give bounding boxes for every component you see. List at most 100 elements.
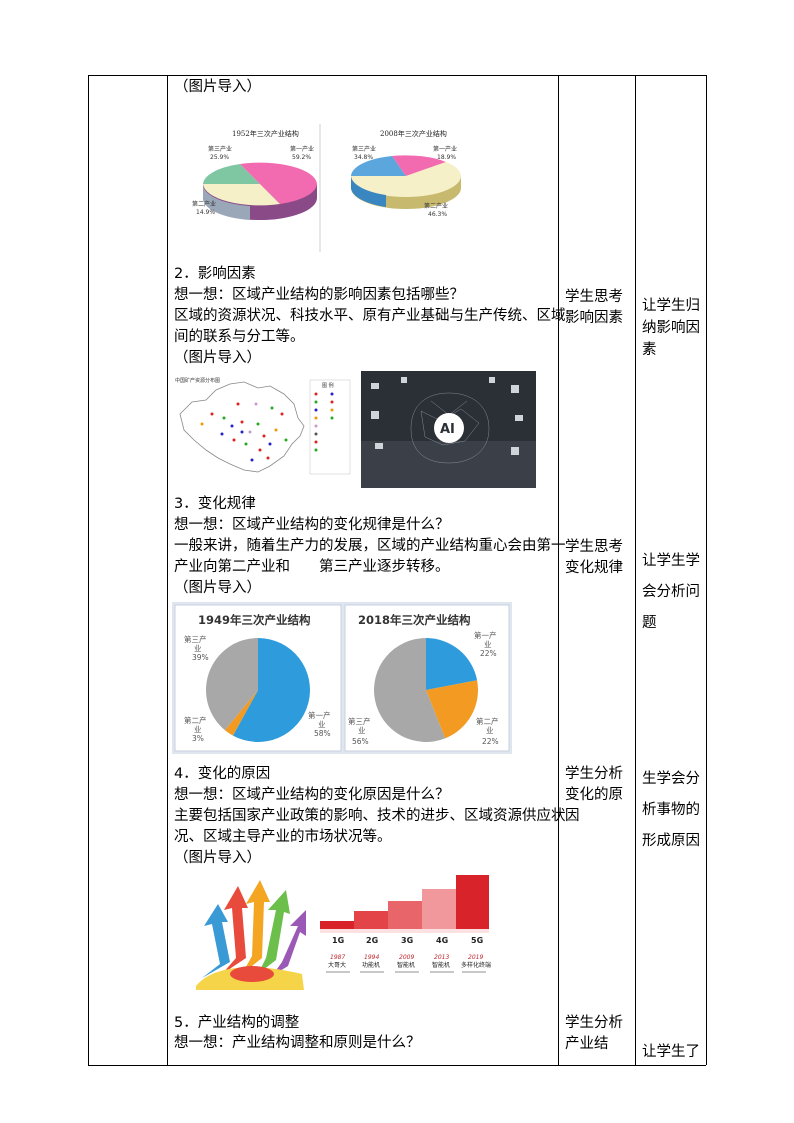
pie-figure-1952-2008: 1952年三次产业结构 第三产业 25.9% 第一产业 59.2% 第二产业 1… xyxy=(190,122,480,254)
mineral-map-figure: 中国矿产资源分布图 图 例 xyxy=(172,374,352,484)
section-4-intent-2: 析事物的 xyxy=(642,802,700,818)
pie-2008-label-1: 第一产业 xyxy=(433,145,457,153)
name-2013: 智能机 xyxy=(432,961,450,969)
pie-2008-value-3: 34.8% xyxy=(354,154,373,161)
pie-2008-value-2: 46.3% xyxy=(428,211,447,218)
pie-2008-value-1: 18.9% xyxy=(437,154,456,161)
section-2-intent-1: 让学生归 xyxy=(642,298,700,314)
section-2-heading: 2．影响因素 xyxy=(174,266,256,282)
pie-2018-slices xyxy=(374,638,479,742)
year-1987: 1987 xyxy=(330,954,345,961)
pie-1949-label-c2-a: 第二产 xyxy=(184,715,207,725)
image-intro-1: （图片导入） xyxy=(174,79,261,95)
section-4-student-activity-1: 学生分析 xyxy=(565,766,623,782)
pie-1949-slices xyxy=(206,638,310,742)
table-border-col3 xyxy=(635,75,636,1065)
pie-1949-label-c1-a: 第一产 xyxy=(308,710,331,720)
section-4-question: 想一想：区域产业结构的变化原因是什么？ xyxy=(174,787,450,803)
section-2-answer-line1: 区域的资源状况、科技水平、原有产业基础与生产传统、区域 xyxy=(174,308,566,324)
pie-chart-1949-2018: 1949年三次产业结构 2018年三次产业结构 第三产 业 39% 第二产 业 … xyxy=(172,602,512,754)
gen-3g: 3G xyxy=(401,936,413,945)
section-2-intent-2: 纳影响因 xyxy=(642,320,700,336)
gen-5g: 5G xyxy=(471,936,483,945)
year-2009: 2009 xyxy=(399,954,414,961)
section-3-student-activity-2: 变化规律 xyxy=(565,560,623,576)
industry-arrows-illustration xyxy=(192,874,310,992)
pie-1952-value-2: 14.9% xyxy=(196,209,215,216)
pie-1949-slice-2 xyxy=(224,690,258,736)
pie-2018-slice-2 xyxy=(426,680,479,739)
section-4-intent-3: 形成原因 xyxy=(642,833,700,849)
image-intro-4: （图片导入） xyxy=(174,850,261,866)
map-legend-markers xyxy=(314,392,334,452)
table-border-col1 xyxy=(167,75,168,1065)
pie-1952 xyxy=(202,162,317,220)
table-border-top xyxy=(88,75,706,76)
section-3-intent-2: 会分析问 xyxy=(642,584,700,600)
pie-2008-title: 2008年三次产业结构 xyxy=(380,129,447,138)
section-2-student-activity-2: 影响因素 xyxy=(565,310,623,326)
pie-1952-value-3: 25.9% xyxy=(210,154,229,161)
section-5-student-activity-2: 产业结 xyxy=(565,1036,609,1052)
image-intro-3: （图片导入） xyxy=(174,580,261,596)
section-5-student-activity-1: 学生分析 xyxy=(565,1015,623,1031)
pie-1949-label-c3-b: 业 xyxy=(194,643,202,653)
section-4-student-activity-2: 变化的原 xyxy=(565,787,623,803)
pie-2008-label-3: 第三产业 xyxy=(352,145,376,153)
section-2-question: 想一想：区域产业结构的影响因素包括哪些？ xyxy=(174,287,464,303)
pie-1949-label-c1-v: 58% xyxy=(314,729,331,738)
gen-2g: 2G xyxy=(366,936,378,945)
section-4-heading: 4．变化的原因 xyxy=(174,766,271,782)
section-3-question: 想一想：区域产业结构的变化规律是什么？ xyxy=(174,517,450,533)
pie-1949-label-c2-b: 业 xyxy=(194,724,202,734)
pie-1949-label-c2-v: 3% xyxy=(192,734,204,743)
table-border-bottom xyxy=(88,1065,706,1066)
pie-1952-title: 1952年三次产业结构 xyxy=(232,129,299,138)
pie-2018-label-c2-v: 22% xyxy=(482,737,499,746)
pie-1952-label-1: 第一产业 xyxy=(290,145,314,153)
pie-2018-slice-3 xyxy=(374,638,446,742)
section-2-intent-3: 素 xyxy=(642,342,657,358)
pie-2018-label-c1-b: 业 xyxy=(484,639,492,649)
section-3-answer-line1: 一般来讲，随着生产力的发展，区域的产业结构重心会由第一 xyxy=(174,538,566,554)
name-1994: 功能机 xyxy=(362,961,380,969)
name-2019: 多样化终端 xyxy=(461,961,491,969)
name-1987: 大哥大 xyxy=(328,961,346,969)
pie-2018-label-c2-b: 业 xyxy=(486,725,494,735)
map-legend-title: 图 例 xyxy=(322,382,334,389)
gen-1g: 1G xyxy=(332,936,344,945)
pie-2018-label-c3-a: 第三产 xyxy=(348,716,371,726)
pie-2018-label-c3-v: 56% xyxy=(352,737,369,746)
image-intro-2: （图片导入） xyxy=(174,350,261,366)
section-4-intent-1: 生学会分 xyxy=(642,771,700,787)
pie-1949-slice-3 xyxy=(206,638,258,731)
year-2019: 2019 xyxy=(468,954,483,961)
gen-4g: 4G xyxy=(436,936,448,945)
pie-2018-label-c3-b: 业 xyxy=(358,725,366,735)
pie-2018-title: 2018年三次产业结构 xyxy=(358,613,471,627)
pie-2018-label-c1-a: 第一产 xyxy=(474,630,497,640)
section-4-answer-line1: 主要包括国家产业政策的影响、技术的进步、区域资源供应状 xyxy=(174,808,566,824)
section-2-answer-line2: 间的联系与分工等。 xyxy=(174,329,305,345)
pie-1949-title: 1949年三次产业结构 xyxy=(198,613,311,627)
pie-1949-slice-1 xyxy=(232,638,310,742)
pie-2018-slice-1 xyxy=(426,638,478,690)
pie-1949-label-c3-a: 第三产 xyxy=(184,634,207,644)
section-3-student-activity-1: 学生思考 xyxy=(565,539,623,555)
section-4-student-activity-3: 因 xyxy=(565,808,580,824)
pie-1949-label-c3-v: 39% xyxy=(192,653,209,662)
section-5-question: 想一想：产业结构调整和原则是什么？ xyxy=(174,1035,421,1051)
table-border-col2 xyxy=(558,75,559,1065)
pie-2018-label-c1-v: 22% xyxy=(480,649,497,658)
year-1994: 1994 xyxy=(364,954,379,961)
section-4-answer-line2: 况、区域主导产业的市场状况等。 xyxy=(174,829,392,845)
section-3-answer-line2: 产业向第二产业和 第三产业逐步转移。 xyxy=(174,559,450,575)
map-title: 中国矿产资源分布图 xyxy=(175,377,220,384)
section-2-student-activity-1: 学生思考 xyxy=(565,289,623,305)
pie-1949-label-c1-b: 业 xyxy=(318,719,326,729)
china-outline xyxy=(179,381,305,473)
section-3-intent-1: 让学生学 xyxy=(642,553,700,569)
ai-brain-figure: AI xyxy=(361,371,536,488)
pie-1952-label-3: 第三产业 xyxy=(208,145,232,153)
table-border-right xyxy=(706,75,707,1065)
